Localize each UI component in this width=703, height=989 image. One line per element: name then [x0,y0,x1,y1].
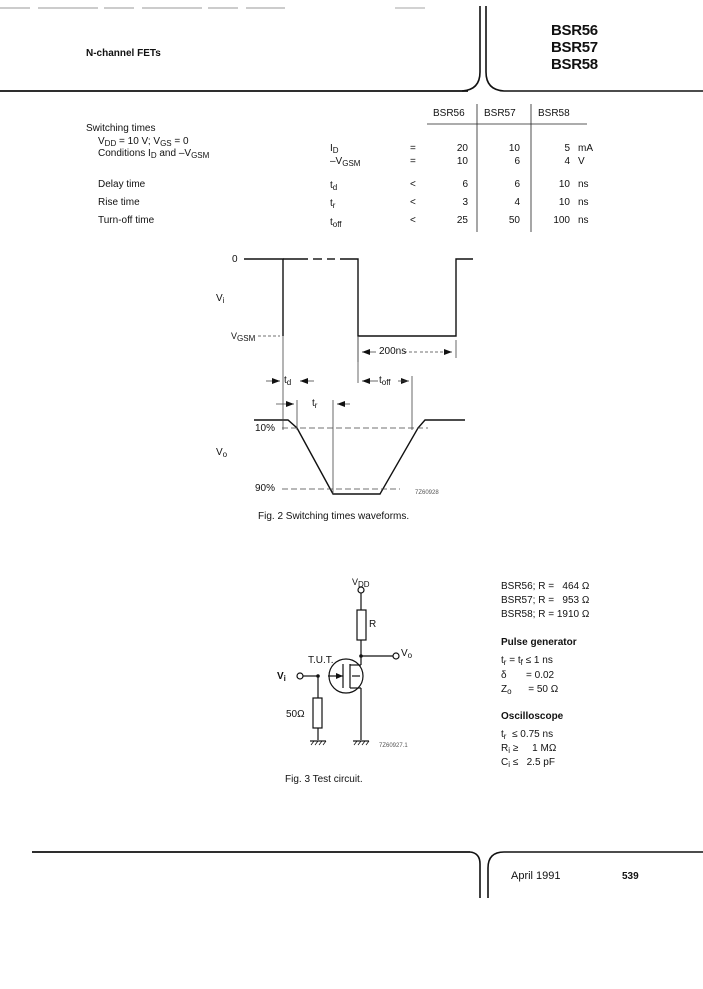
fig2-label-200ns: 200ns [379,346,407,357]
vdd-text: V [352,577,359,587]
row-label-turnoff: Turn-off time [98,215,155,226]
value: 10 [508,143,520,154]
fig3-label-vi: Vi [277,671,286,683]
value: 100 [553,215,570,226]
relation: < [410,179,416,190]
osc-title: Oscilloscope [501,711,564,722]
pulse-line-zo: Zo = 50 Ω [501,684,559,696]
header-subtitle: N-channel FETs [86,48,161,59]
value: 4 [514,197,520,208]
value: 4 [564,156,570,167]
fig3-code: 7Z60927.1 [379,743,408,749]
fig2-label-vi: Vi [216,293,225,305]
fig3-label-vdd: VDD [352,577,370,589]
type-numbers: BSR56 BSR57 BSR58 [551,22,598,73]
symbol-vgsm: –VGSM [330,156,361,168]
fig3-label-tut: T.U.T. [308,655,334,666]
fig2-label-vo: Vo [216,447,228,459]
fig2-label-td: td [284,375,292,387]
type-bsr57: BSR57 [551,39,598,56]
osc-line-ci: Ci ≤ 2.5 pF [501,757,555,769]
fig3-label-50ohm: 50Ω [286,709,305,720]
row-label-rise: Rise time [98,197,140,208]
unit: ns [578,197,589,208]
fig2-code: 7Z60928 [415,490,439,496]
relation: = [410,156,416,167]
type-bsr58: BSR58 [551,56,598,73]
type-bsr56: BSR56 [551,22,598,39]
pulse-line-delta: δ = 0.02 [501,670,555,681]
fig2-label-zero: 0 [232,254,238,265]
value: 25 [456,215,468,226]
symbol-id: ID [330,143,339,155]
table-rules [427,104,587,232]
vo-text: V [216,447,223,458]
value: 6 [514,179,520,190]
r-line-bsr57: BSR57; R = 953 Ω [501,595,590,606]
fig3-circuit [296,586,400,746]
relation: < [410,215,416,226]
col-header-bsr58: BSR58 [538,108,570,119]
value: 10 [558,179,570,190]
symbol-toff: toff [330,217,342,229]
fig2-label-tr: tr [312,398,318,410]
vi-text: V [216,293,223,304]
footer-frame [32,851,703,898]
fig3-label-r: R [369,619,377,630]
footer-page: 539 [622,871,639,882]
fig2-label-10pct: 10% [255,423,276,434]
pulse-line-tr: tr = tf ≤ 1 ns [501,655,553,667]
osc-line-tr: tr ≤ 0.75 ns [501,729,554,741]
unit: ns [578,215,589,226]
r-line-bsr58: BSR58; R = 1910 Ω [501,609,590,620]
fig2-caption: Fig. 2 Switching times waveforms. [258,511,410,522]
symbol-td: td [330,180,338,192]
row-label-delay: Delay time [98,179,146,190]
value: 6 [514,156,520,167]
value: 6 [462,179,468,190]
value: 10 [456,156,468,167]
conditions-line-1: VDD = 10 V; VGS = 0 [98,136,189,148]
col-header-bsr56: BSR56 [433,108,465,119]
value: 5 [564,143,570,154]
osc-line-ri: Ri ≥ 1 MΩ [501,743,557,755]
header-frame [0,6,703,92]
vgsm-text: V [231,331,238,341]
vo-text: V [401,648,408,659]
relation: < [410,197,416,208]
fig2-label-toff: toff [379,375,391,387]
value: 10 [558,197,570,208]
td-text: t [284,375,287,386]
value: 20 [456,143,468,154]
fig2-label-90pct: 90% [255,483,276,494]
vi-text: V [277,671,284,682]
symbol-tr: tr [330,198,336,210]
fig3-caption: Fig. 3 Test circuit. [285,774,363,785]
conditions-line-2: Conditions ID and –VGSM [98,148,210,160]
col-header-bsr57: BSR57 [484,108,516,119]
value: 50 [508,215,520,226]
relation: = [410,143,416,154]
unit: ns [578,179,589,190]
unit: V [578,156,585,167]
fig3-label-vo: Vo [401,648,413,660]
section-title: Switching times [86,123,156,134]
fig2-label-vgsm: VGSM [231,331,256,343]
fig2-waveforms [244,258,473,495]
r-line-bsr56: BSR56; R = 464 Ω [501,581,590,592]
pulse-title: Pulse generator [501,637,577,648]
tr-text: t [312,398,315,409]
unit: mA [578,143,593,154]
value: 3 [462,197,468,208]
footer-date: April 1991 [511,870,561,882]
toff-text: t [379,375,382,386]
